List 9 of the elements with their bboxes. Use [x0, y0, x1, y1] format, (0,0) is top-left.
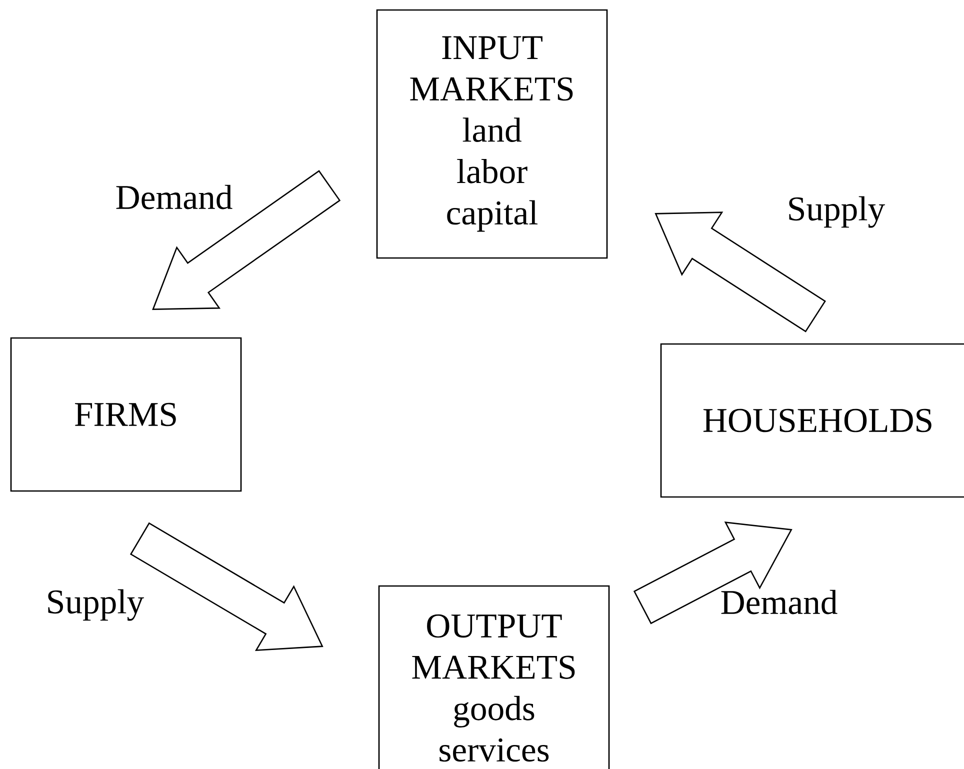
- text-box: FIRMS: [10, 337, 242, 492]
- edge-label: Supply: [48, 589, 144, 621]
- text-box: INPUT MARKETS land labor capital: [376, 9, 608, 259]
- edge-label: Supply: [789, 196, 885, 228]
- edge-label: Demand: [116, 184, 232, 210]
- text-box: HOUSEHOLDS: [660, 343, 964, 498]
- edge-label: Demand: [721, 590, 838, 614]
- block-arrow: [654, 212, 826, 332]
- text-box: OUTPUT MARKETS goods services: [378, 585, 610, 769]
